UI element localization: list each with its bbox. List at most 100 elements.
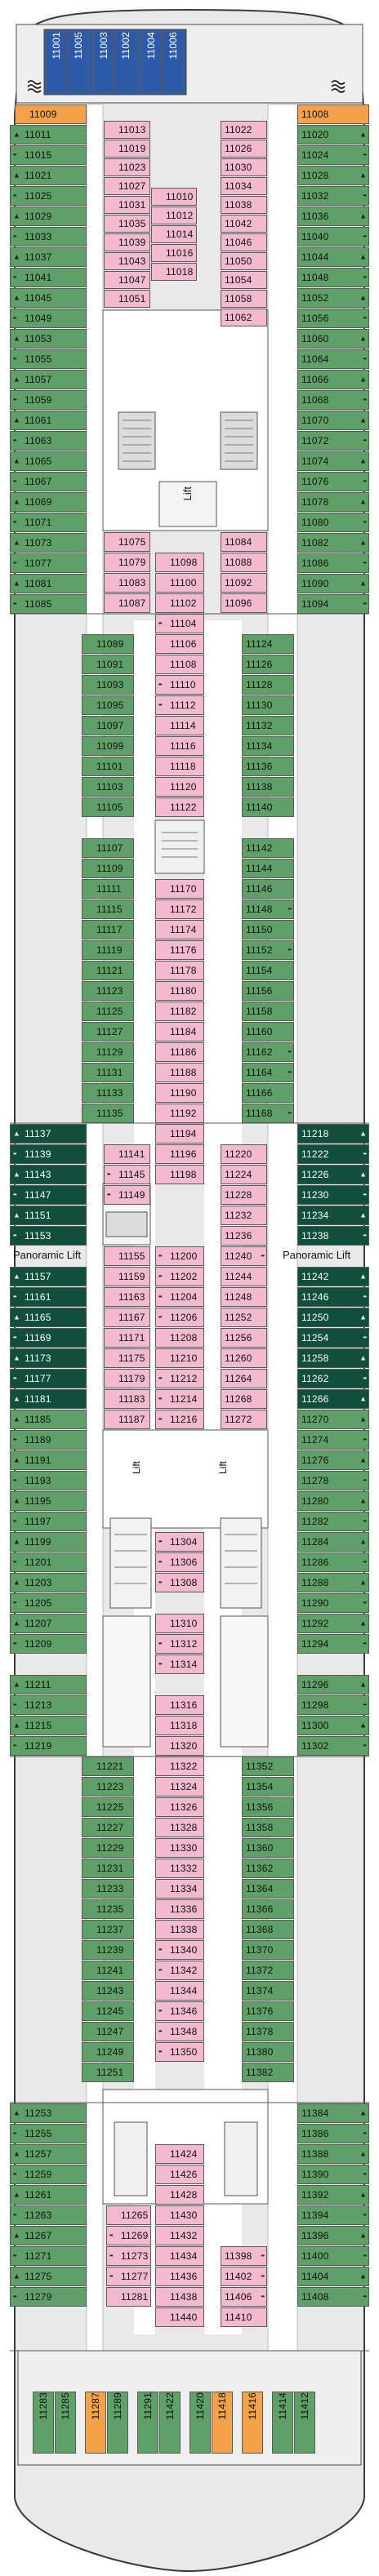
- cabin-11116[interactable]: 11116: [155, 736, 204, 756]
- cabin-11326[interactable]: 11326: [155, 1797, 204, 1817]
- cabin-11440[interactable]: 11440: [155, 2307, 204, 2327]
- cabin-11053[interactable]: 11053▲: [10, 329, 87, 349]
- cabin-11008[interactable]: 11008: [297, 104, 369, 124]
- cabin-11308[interactable]: 11308••: [155, 1573, 204, 1592]
- cabin-11114[interactable]: 11114: [155, 716, 204, 735]
- cabin-11298[interactable]: 11298••: [297, 1695, 369, 1715]
- cabin-11048[interactable]: 11048••: [297, 268, 369, 287]
- cabin-11356[interactable]: 11356: [242, 1797, 294, 1817]
- cabin-11428[interactable]: 11428: [155, 2185, 204, 2205]
- cabin-11255[interactable]: 11255••: [10, 2124, 87, 2143]
- cabin-11366[interactable]: 11366: [242, 1899, 294, 1919]
- cabin-11170[interactable]: 11170: [155, 879, 204, 899]
- cabin-11162[interactable]: 11162••: [242, 1042, 294, 1062]
- cabin-11259[interactable]: 11259••: [10, 2165, 87, 2184]
- cabin-11180[interactable]: 11180: [155, 981, 204, 1001]
- cabin-11268[interactable]: 11268: [221, 1389, 267, 1409]
- cabin-11354[interactable]: 11354: [242, 1777, 294, 1797]
- cabin-11278[interactable]: 11278••: [297, 1471, 369, 1490]
- cabin-11122[interactable]: 11122: [155, 797, 204, 817]
- cabin-11169[interactable]: 11169••: [10, 1328, 87, 1348]
- cabin-11277[interactable]: 11277••: [106, 2267, 151, 2286]
- cabin-11141[interactable]: 11141: [104, 1144, 150, 1164]
- cabin-11252[interactable]: 11252: [221, 1308, 267, 1327]
- cabin-11229[interactable]: 11229: [82, 1838, 134, 1858]
- cabin-11318[interactable]: 11318: [155, 1716, 204, 1735]
- cabin-11276[interactable]: 11276▲: [297, 1450, 369, 1470]
- cabin-11176[interactable]: 11176: [155, 940, 204, 960]
- cabin-11085[interactable]: 11085••: [10, 594, 87, 614]
- cabin-11133[interactable]: 11133: [82, 1083, 134, 1103]
- cabin-11231[interactable]: 11231: [82, 1859, 134, 1878]
- cabin-11310[interactable]: 11310: [155, 1614, 204, 1633]
- cabin-11115[interactable]: 11115: [82, 899, 134, 919]
- cabin-11090[interactable]: 11090▲: [297, 574, 369, 593]
- cabin-11066[interactable]: 11066▲: [297, 370, 369, 389]
- cabin-11151[interactable]: 11151▲: [10, 1206, 87, 1225]
- cabin-11245[interactable]: 11245: [82, 2001, 134, 2021]
- cabin-11058[interactable]: 11058: [221, 290, 267, 308]
- cabin-11128[interactable]: 11128: [242, 675, 294, 695]
- cabin-11223[interactable]: 11223: [82, 1777, 134, 1797]
- cabin-11265[interactable]: 11265: [106, 2205, 151, 2225]
- cabin-11099[interactable]: 11099: [82, 736, 134, 756]
- cabin-11067[interactable]: 11067••: [10, 472, 87, 491]
- cabin-11107[interactable]: 11107: [82, 838, 134, 858]
- cabin-11041[interactable]: 11041••: [10, 268, 87, 287]
- cabin-11161[interactable]: 11161••: [10, 1287, 87, 1307]
- cabin-11079[interactable]: 11079: [104, 553, 150, 572]
- cabin-11236[interactable]: 11236: [221, 1226, 267, 1246]
- cabin-11059[interactable]: 11059••: [10, 390, 87, 410]
- cabin-11281[interactable]: 11281: [106, 2287, 151, 2307]
- cabin-11144[interactable]: 11144: [242, 859, 294, 878]
- cabin-11191[interactable]: 11191▲: [10, 1450, 87, 1470]
- cabin-11178[interactable]: 11178: [155, 961, 204, 980]
- cabin-11043[interactable]: 11043: [104, 252, 150, 270]
- cabin-11346[interactable]: 11346••: [155, 2001, 204, 2021]
- cabin-11138[interactable]: 11138: [242, 777, 294, 797]
- cabin-11267[interactable]: 11267▲: [10, 2226, 87, 2245]
- cabin-11026[interactable]: 11026: [221, 140, 267, 158]
- cabin-11221[interactable]: 11221: [82, 1757, 134, 1776]
- cabin-11051[interactable]: 11051: [104, 290, 150, 308]
- cabin-11044[interactable]: 11044▲: [297, 247, 369, 267]
- cabin-11005[interactable]: 11005: [68, 31, 89, 93]
- cabin-11370[interactable]: 11370: [242, 1940, 294, 1960]
- cabin-11145[interactable]: 11145••: [104, 1165, 150, 1184]
- cabin-11380[interactable]: 11380: [242, 2042, 294, 2062]
- cabin-11039[interactable]: 11039: [104, 233, 150, 251]
- cabin-11147[interactable]: 11147••: [10, 1185, 87, 1205]
- cabin-11055[interactable]: 11055••: [10, 349, 87, 369]
- cabin-11087[interactable]: 11087: [104, 593, 150, 613]
- cabin-11168[interactable]: 11168••: [242, 1104, 294, 1123]
- cabin-11100[interactable]: 11100: [155, 573, 204, 593]
- cabin-11029[interactable]: 11029▲: [10, 207, 87, 226]
- cabin-11213[interactable]: 11213••: [10, 1695, 87, 1715]
- cabin-11291[interactable]: 11291: [137, 2392, 158, 2454]
- cabin-11289[interactable]: 11289: [107, 2392, 128, 2454]
- cabin-11042[interactable]: 11042: [221, 215, 267, 233]
- cabin-11179[interactable]: 11179: [104, 1369, 150, 1388]
- cabin-11155[interactable]: 11155: [104, 1246, 150, 1266]
- cabin-11240[interactable]: 11240••: [221, 1246, 267, 1266]
- cabin-11020[interactable]: 11020▲: [297, 125, 369, 144]
- cabin-11198[interactable]: 11198: [155, 1165, 204, 1184]
- cabin-11098[interactable]: 11098: [155, 553, 204, 572]
- cabin-11404[interactable]: 11404▲: [297, 2267, 369, 2286]
- cabin-11172[interactable]: 11172: [155, 899, 204, 919]
- cabin-11187[interactable]: 11187: [104, 1410, 150, 1429]
- cabin-11040[interactable]: 11040••: [297, 227, 369, 246]
- cabin-11004[interactable]: 11004: [140, 31, 162, 93]
- cabin-11089[interactable]: 11089: [82, 634, 134, 654]
- cabin-11009[interactable]: 11009: [15, 104, 87, 124]
- cabin-11084[interactable]: 11084: [221, 532, 267, 552]
- cabin-11199[interactable]: 11199▲: [10, 1532, 87, 1552]
- cabin-11296[interactable]: 11296▲: [297, 1675, 369, 1694]
- cabin-11073[interactable]: 11073▲: [10, 533, 87, 553]
- cabin-11203[interactable]: 11203▲: [10, 1573, 87, 1592]
- cabin-11344[interactable]: 11344: [155, 1981, 204, 2001]
- cabin-11075[interactable]: 11075: [104, 532, 150, 552]
- cabin-11376[interactable]: 11376: [242, 2001, 294, 2021]
- cabin-11010[interactable]: 11010: [151, 188, 197, 206]
- cabin-11418[interactable]: 11418: [212, 2392, 233, 2454]
